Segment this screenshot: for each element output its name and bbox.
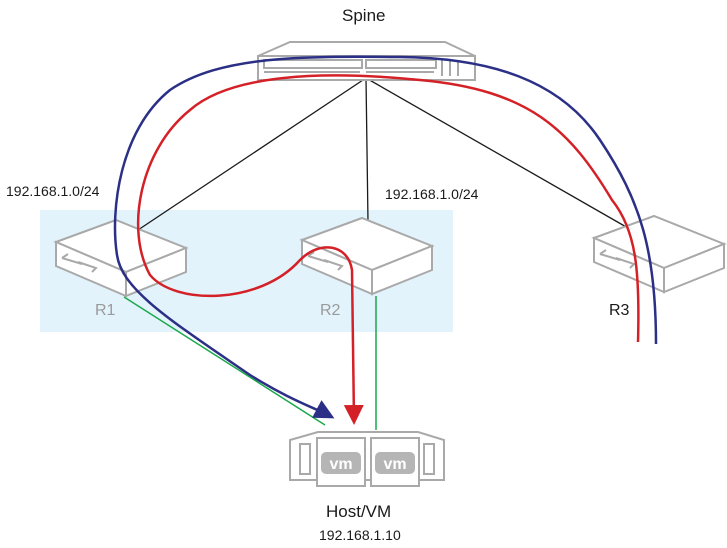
spine-uplinks [131, 77, 636, 235]
router-r1-icon [53, 218, 189, 298]
vm-icon-right [375, 452, 415, 474]
host-label: Host/VM [326, 502, 392, 521]
host-server-icon: vm vm [289, 431, 445, 487]
link-r1-host [123, 296, 326, 426]
spine-switch-icon [257, 41, 476, 81]
host-links [123, 296, 377, 430]
spine-label: Spine [342, 6, 386, 25]
router-r2-icon [299, 216, 435, 296]
vm-badge-left: vm [329, 456, 352, 473]
host-ip-label: 192.168.1.10 [319, 527, 401, 543]
uplink-spine-r1 [131, 77, 367, 235]
r3-label: R3 [609, 302, 630, 319]
r1-label: R1 [95, 302, 116, 319]
vm-icon-left [321, 452, 361, 474]
router-r3-icon [591, 214, 727, 294]
r2-label: R2 [320, 302, 341, 319]
uplink-spine-r3 [365, 77, 636, 233]
subnet-label-r2: 192.168.1.0/24 [385, 186, 479, 202]
subnet-label-r1: 192.168.1.0/24 [6, 183, 100, 199]
blue-traffic-path [113, 55, 658, 419]
red-traffic-path [136, 74, 640, 425]
vm-badge-right: vm [383, 456, 406, 473]
uplink-spine-r2 [365, 77, 369, 223]
